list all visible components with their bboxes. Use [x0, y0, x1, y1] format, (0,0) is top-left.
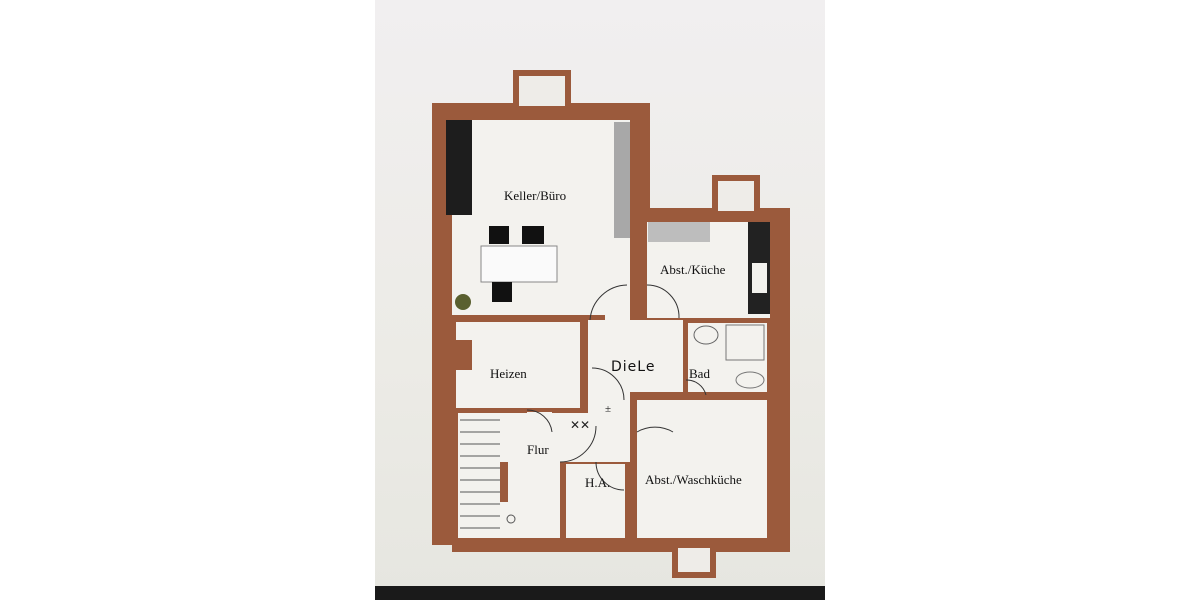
room-label-waschkueche: Abst./Waschküche — [645, 472, 742, 487]
room-label-heizen: Heizen — [490, 366, 527, 381]
staircase — [460, 419, 516, 529]
furniture — [446, 120, 770, 389]
windows — [519, 76, 754, 572]
room-label-ha: H.A. — [585, 475, 610, 490]
svg-text:±: ± — [605, 403, 611, 415]
inner-walls — [452, 210, 770, 542]
room-label-kueche: Abst./Küche — [660, 262, 726, 277]
room-label-diele: DieLe — [611, 359, 655, 375]
screen-bezel — [375, 586, 825, 600]
room-label-keller-buero: Keller/Büro — [504, 188, 566, 203]
doors: ✕✕ ± — [526, 284, 707, 491]
svg-text:✕✕: ✕✕ — [570, 418, 590, 432]
room-label-flur: Flur — [527, 442, 549, 457]
room-label-bad: Bad — [689, 366, 710, 381]
